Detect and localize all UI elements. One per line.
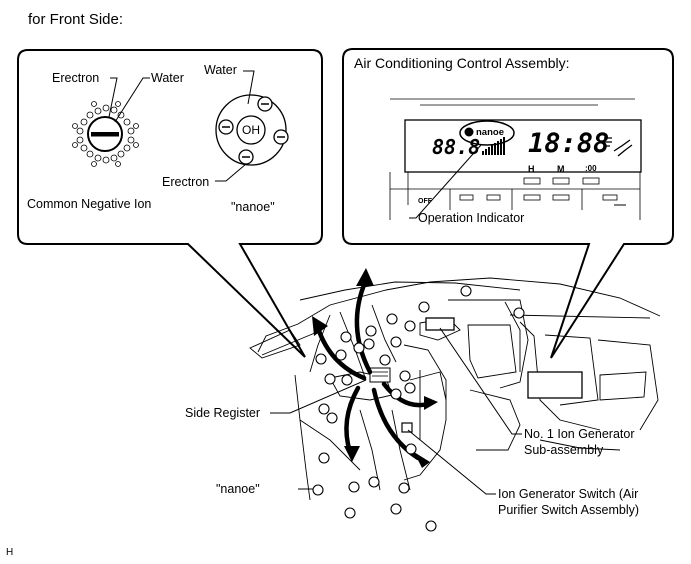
- water-label-top: Water: [151, 71, 184, 85]
- dashboard-drawing: [249, 277, 661, 501]
- water-label-nanoe: Water: [204, 63, 237, 77]
- electron-label-bottom: Erectron: [162, 175, 210, 189]
- nanoe-display-text: nanoe: [476, 127, 504, 138]
- temperature-display: 88.8: [432, 135, 481, 159]
- airflow-icon: [604, 137, 633, 157]
- ion-switch-label-line2: Purifier Switch Assembly): [498, 503, 640, 517]
- control-panel-location: [527, 371, 583, 399]
- control-assembly-title: Air Conditioning Control Assembly:: [354, 55, 570, 71]
- ion-switch-label-line1: Ion Generator Switch (Air: [498, 487, 639, 501]
- electron-label-top: Erectron: [52, 71, 100, 85]
- nanoe-callout-label: "nanoe": [216, 482, 260, 496]
- ion-generator-label-line1: No. 1 Ion Generator: [524, 427, 635, 441]
- operation-indicator-label: Operation Indicator: [418, 211, 525, 225]
- ion-generator-switch: [401, 422, 413, 433]
- callout-leaders: [270, 327, 522, 495]
- m-button-label: M: [557, 164, 565, 174]
- ion-generator-label-line2: Sub-assembly: [524, 443, 604, 457]
- negative-ion-cluster: [72, 101, 139, 167]
- ion-generator-unit: [425, 317, 455, 331]
- side-register-vent: [369, 367, 391, 383]
- zero-button-label: :00: [585, 164, 597, 173]
- page-heading: for Front Side:: [28, 11, 124, 28]
- signal-bars-icon: [482, 137, 505, 155]
- h-button-label: H: [528, 164, 535, 174]
- off-label: OFF: [418, 198, 432, 205]
- side-register-label: Side Register: [185, 406, 261, 420]
- oh-label: OH: [242, 123, 260, 137]
- footer-code: H: [6, 547, 14, 558]
- right-callout-bubble: [342, 48, 674, 359]
- nanoe-caption-label: "nanoe": [231, 200, 275, 214]
- nanoe-particle: [215, 94, 289, 166]
- nanoe-circles: [312, 285, 525, 532]
- operation-indicator-highlight: [459, 120, 515, 146]
- clock-display: 18:88: [528, 128, 610, 159]
- nanoe-symbol-icon: [464, 127, 474, 137]
- common-negative-ion-label: Common Negative Ion: [27, 197, 152, 211]
- control-panel: [389, 98, 642, 220]
